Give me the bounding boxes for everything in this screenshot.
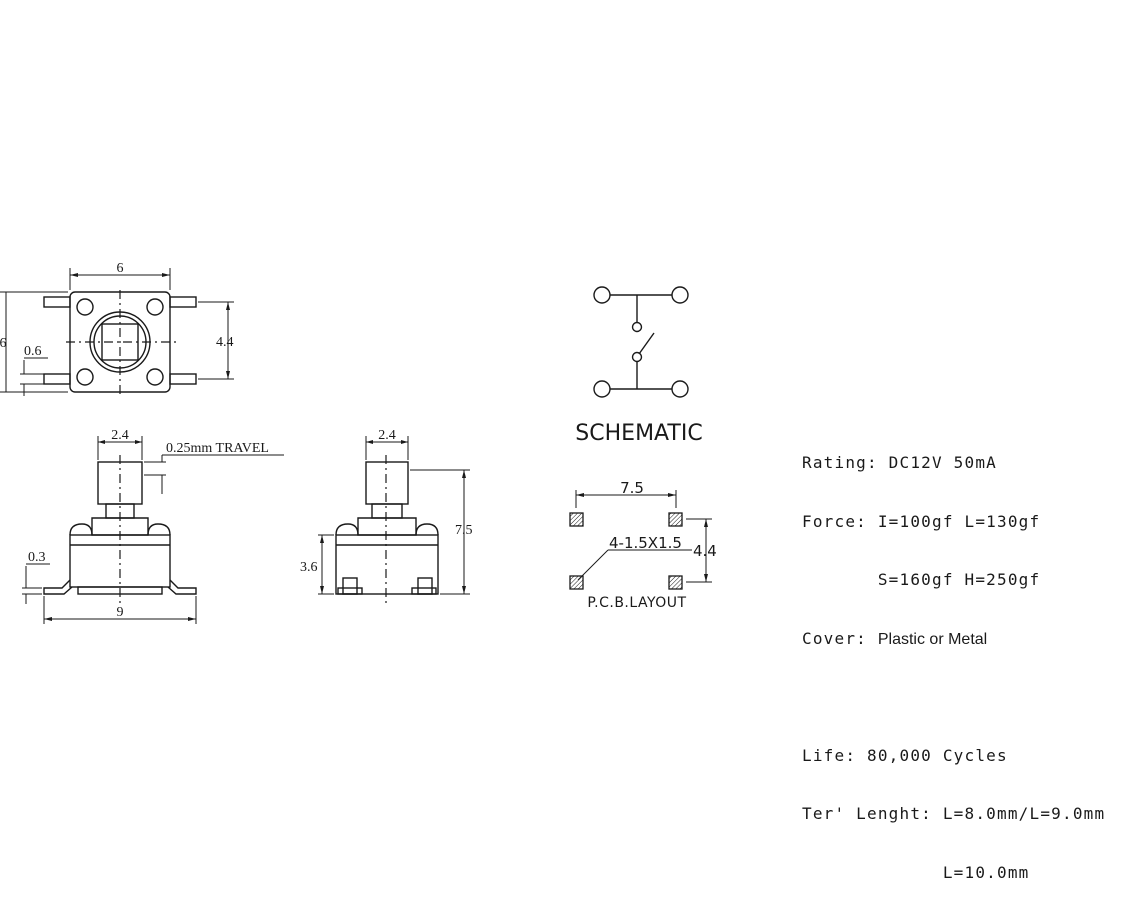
pcb-label: P.C.B.LAYOUT — [587, 595, 686, 611]
dim-front-actuator: 2.4 — [111, 428, 129, 443]
top-corner-hole — [76, 298, 94, 316]
dim-front-total: 9 — [117, 605, 124, 620]
spec-cover: Cover: Plastic or Metal — [802, 628, 988, 648]
front-lead-left — [43, 579, 73, 595]
dim-front-offset: 0.3 — [28, 550, 46, 565]
top-corner-hole — [146, 298, 164, 316]
terminal-circle — [593, 286, 611, 304]
spec-block: Rating: DC12V 50mA Force: I=100gf L=130g… — [802, 414, 1105, 902]
terminal-circle — [593, 380, 611, 398]
top-view: 6 6 0.6 4.4 — [0, 261, 234, 396]
top-pin-right-upper — [169, 296, 197, 308]
top-corner-hole — [146, 368, 164, 386]
dim-side-body: 3.6 — [300, 560, 318, 575]
spec-life: Life: 80,000 Cycles — [802, 745, 1008, 765]
pcb-pad — [569, 512, 584, 527]
side-actuator — [365, 461, 409, 505]
pcb-pad — [668, 575, 683, 590]
dim-top-pin-gap: 0.6 — [24, 344, 42, 359]
switch-lever — [638, 332, 655, 355]
dim-top-pin-span: 4.4 — [216, 335, 234, 350]
spec-force: Force: I=100gf L=130gf — [802, 511, 1041, 531]
spec-terminal-length-continued: L=10.0mm — [942, 862, 1030, 882]
top-corner-hole — [76, 368, 94, 386]
spec-spacer — [802, 687, 1105, 707]
schematic-symbol: SCHEMATIC — [575, 286, 703, 446]
pcb-pad — [569, 575, 584, 590]
top-pin-right-lower — [169, 373, 197, 385]
terminal-circle — [671, 380, 689, 398]
terminal-circle — [671, 286, 689, 304]
schematic-label: SCHEMATIC — [575, 421, 702, 446]
dim-top-width: 6 — [117, 261, 124, 276]
front-lead-right — [167, 579, 197, 595]
dim-travel: 0.25mm TRAVEL — [166, 441, 269, 456]
dim-side-height: 7.5 — [455, 523, 473, 538]
spec-terminal-length: Ter' Lenght: L=8.0mm/L=9.0mm — [802, 804, 1106, 823]
dim-pcb-height: 4.4 — [693, 542, 717, 560]
side-stem — [371, 503, 403, 519]
top-pin-left-lower — [43, 373, 71, 385]
dim-side-actuator: 2.4 — [378, 428, 396, 443]
pcb-pad-note: 4-1.5X1.5 — [609, 534, 682, 552]
spec-rating: Rating: DC12V 50mA — [802, 453, 997, 472]
pcb-pad — [668, 512, 683, 527]
side-view: 2.4 7.5 3.6 — [300, 428, 473, 604]
technical-drawing: 6 6 0.6 4.4 — [0, 261, 717, 624]
side-body — [335, 534, 439, 595]
spec-force-continued: S=160gf H=250gf — [877, 570, 1041, 589]
side-shoulder — [357, 517, 417, 536]
dim-top-height: 6 — [0, 336, 7, 351]
front-view: 2.4 0.25mm TRAVEL 0.3 9 — [22, 428, 284, 624]
top-pin-left-upper — [43, 296, 71, 308]
front-body — [69, 534, 171, 588]
dim-pcb-width: 7.5 — [620, 479, 644, 497]
pcb-layout: 7.5 4.4 4-1.5X1.5 P.C.B.LAYOUT — [569, 479, 717, 611]
